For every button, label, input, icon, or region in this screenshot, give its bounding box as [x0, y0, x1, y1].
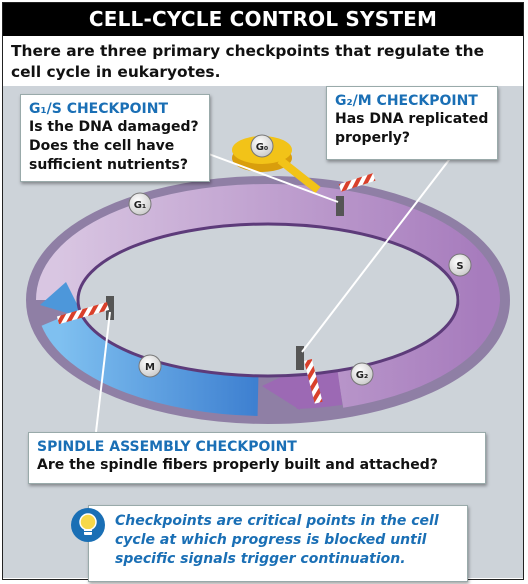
- g1s-checkpoint-text: Is the DNA damaged? Does the cell have s…: [29, 119, 199, 173]
- note-box: Checkpoints are critical points in the c…: [88, 505, 468, 582]
- page-title: CELL-CYCLE CONTROL SYSTEM: [3, 3, 523, 36]
- note-text: Checkpoints are critical points in the c…: [115, 513, 439, 567]
- spindle-checkpoint-callout: SPINDLE ASSEMBLY CHECKPOINT Are the spin…: [28, 432, 486, 484]
- g1s-leader-line: [197, 149, 339, 203]
- m-arrowhead: [40, 282, 84, 318]
- phase-badge-s: S: [448, 253, 472, 277]
- g2-arrowhead: [262, 368, 300, 410]
- phase-badge-m: M: [138, 354, 162, 378]
- g2m-checkpoint-callout: G₂/M CHECKPOINT Has DNA replicated prope…: [326, 86, 498, 160]
- spindle-leader-line: [95, 311, 111, 433]
- phase-badge-g2: G₂: [350, 362, 374, 386]
- g0-branch: [277, 156, 321, 194]
- phase-badge-g0: G₀: [250, 134, 274, 158]
- g1s-barrier: [336, 173, 376, 216]
- spindle-checkpoint-title: SPINDLE ASSEMBLY CHECKPOINT: [37, 439, 297, 455]
- g2m-leader-line: [301, 155, 453, 353]
- g2m-checkpoint-title: G₂/M CHECKPOINT: [335, 93, 478, 109]
- svg-text:G₂: G₂: [356, 370, 369, 381]
- g2m-barrier: [296, 346, 323, 404]
- spindle-checkpoint-text: Are the spindle fibers properly built an…: [37, 457, 438, 473]
- svg-text:M: M: [145, 362, 155, 373]
- g2m-checkpoint-text: Has DNA replicated properly?: [335, 111, 489, 146]
- m-phase-arrow-band: [41, 309, 259, 416]
- svg-text:G₁: G₁: [134, 200, 147, 211]
- ring-inner: [76, 222, 460, 378]
- intro-panel: There are three primary checkpoints that…: [3, 36, 523, 86]
- intro-text: There are three primary checkpoints that…: [11, 42, 485, 81]
- g1s-checkpoint-title: G₁/S CHECKPOINT: [29, 101, 169, 117]
- lightbulb-icon: [71, 508, 105, 542]
- phase-badge-g1: G₁: [128, 192, 152, 216]
- spindle-barrier: [56, 296, 114, 325]
- interphase-arrow-band: [36, 184, 501, 408]
- g1s-checkpoint-callout: G₁/S CHECKPOINT Is the DNA damaged? Does…: [20, 94, 210, 182]
- svg-text:S: S: [456, 261, 463, 272]
- svg-text:G₀: G₀: [256, 142, 269, 153]
